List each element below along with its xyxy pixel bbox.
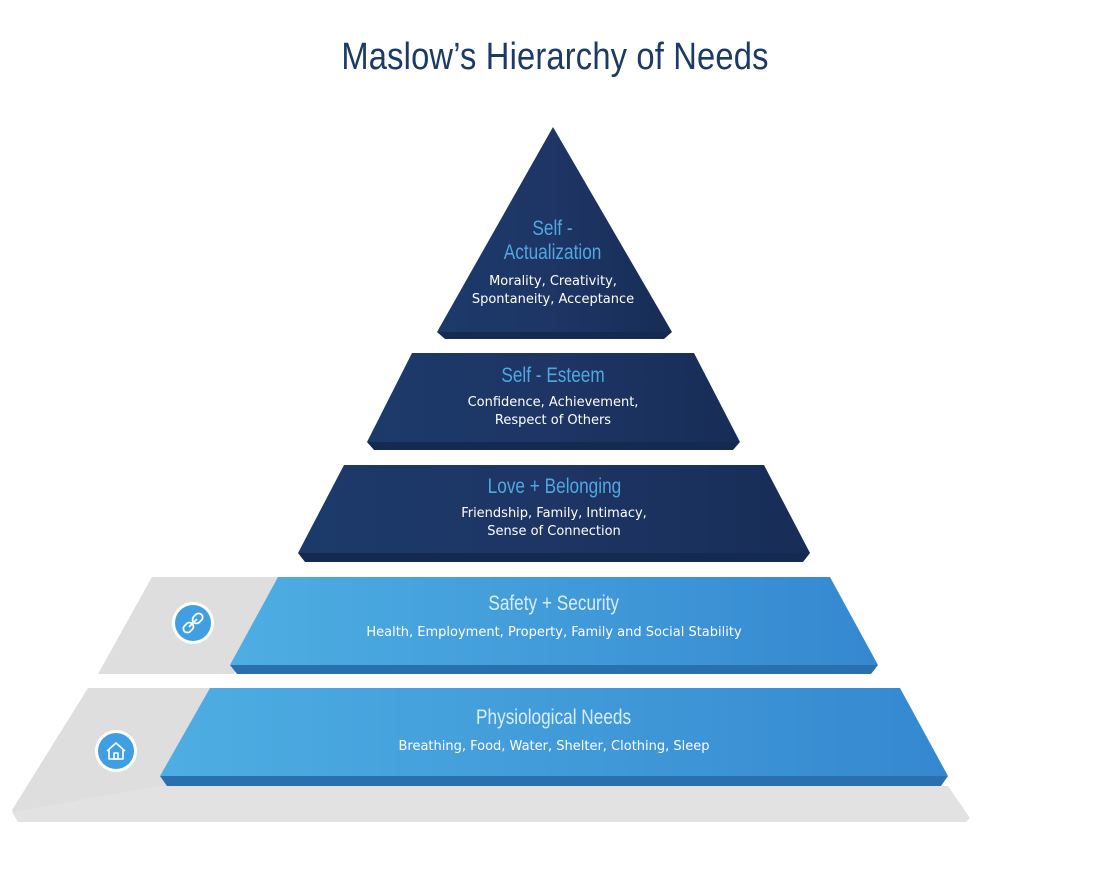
level-self-esteem: Self - Esteem Confidence, Achievement, R… — [403, 364, 703, 430]
level-title: Self - — [532, 217, 574, 240]
tier-physiological-edge — [160, 776, 948, 786]
level-description: Respect of Others — [494, 413, 612, 428]
tier-self-actualization — [437, 127, 672, 332]
level-safety-security: Safety + Security Health, Employment, Pr… — [304, 592, 804, 642]
level-description: Sense of Connection — [487, 524, 621, 539]
level-title: Self - Esteem — [501, 364, 605, 387]
level-love-belonging: Love + Belonging Friendship, Family, Int… — [404, 475, 704, 541]
tier-love-belonging — [298, 465, 810, 553]
level-description: Spontaneity, Acceptance — [471, 292, 635, 307]
tier-physiological — [160, 688, 948, 776]
tier-self-esteem — [367, 353, 740, 442]
page-title: Maslow’s Hierarchy of Needs — [341, 36, 769, 78]
level-description: Friendship, Family, Intimacy, — [461, 506, 647, 521]
level-title: Actualization — [504, 241, 602, 264]
level-description: Health, Employment, Property, Family and… — [366, 625, 742, 640]
level-description: Confidence, Achievement, — [467, 395, 639, 410]
tier-self-actualization-edge — [437, 332, 672, 339]
level-description: Morality, Creativity, — [489, 274, 617, 289]
tier-love-belonging-edge — [298, 553, 810, 562]
level-self-actualization: Self - Actualization Morality, Creativit… — [453, 217, 653, 309]
link-icon — [172, 602, 214, 644]
tier-safety-security-edge — [230, 665, 878, 674]
home-icon — [95, 730, 137, 772]
level-title: Physiological Needs — [476, 706, 632, 729]
tier-self-esteem-edge — [367, 442, 740, 450]
level-title: Love + Belonging — [487, 475, 621, 498]
level-title: Safety + Security — [488, 592, 620, 615]
tier-safety-security — [230, 577, 878, 665]
level-physiological: Physiological Needs Breathing, Food, Wat… — [304, 706, 804, 756]
physiological-bottom-shadow — [12, 786, 970, 822]
level-description: Breathing, Food, Water, Shelter, Clothin… — [398, 739, 710, 754]
